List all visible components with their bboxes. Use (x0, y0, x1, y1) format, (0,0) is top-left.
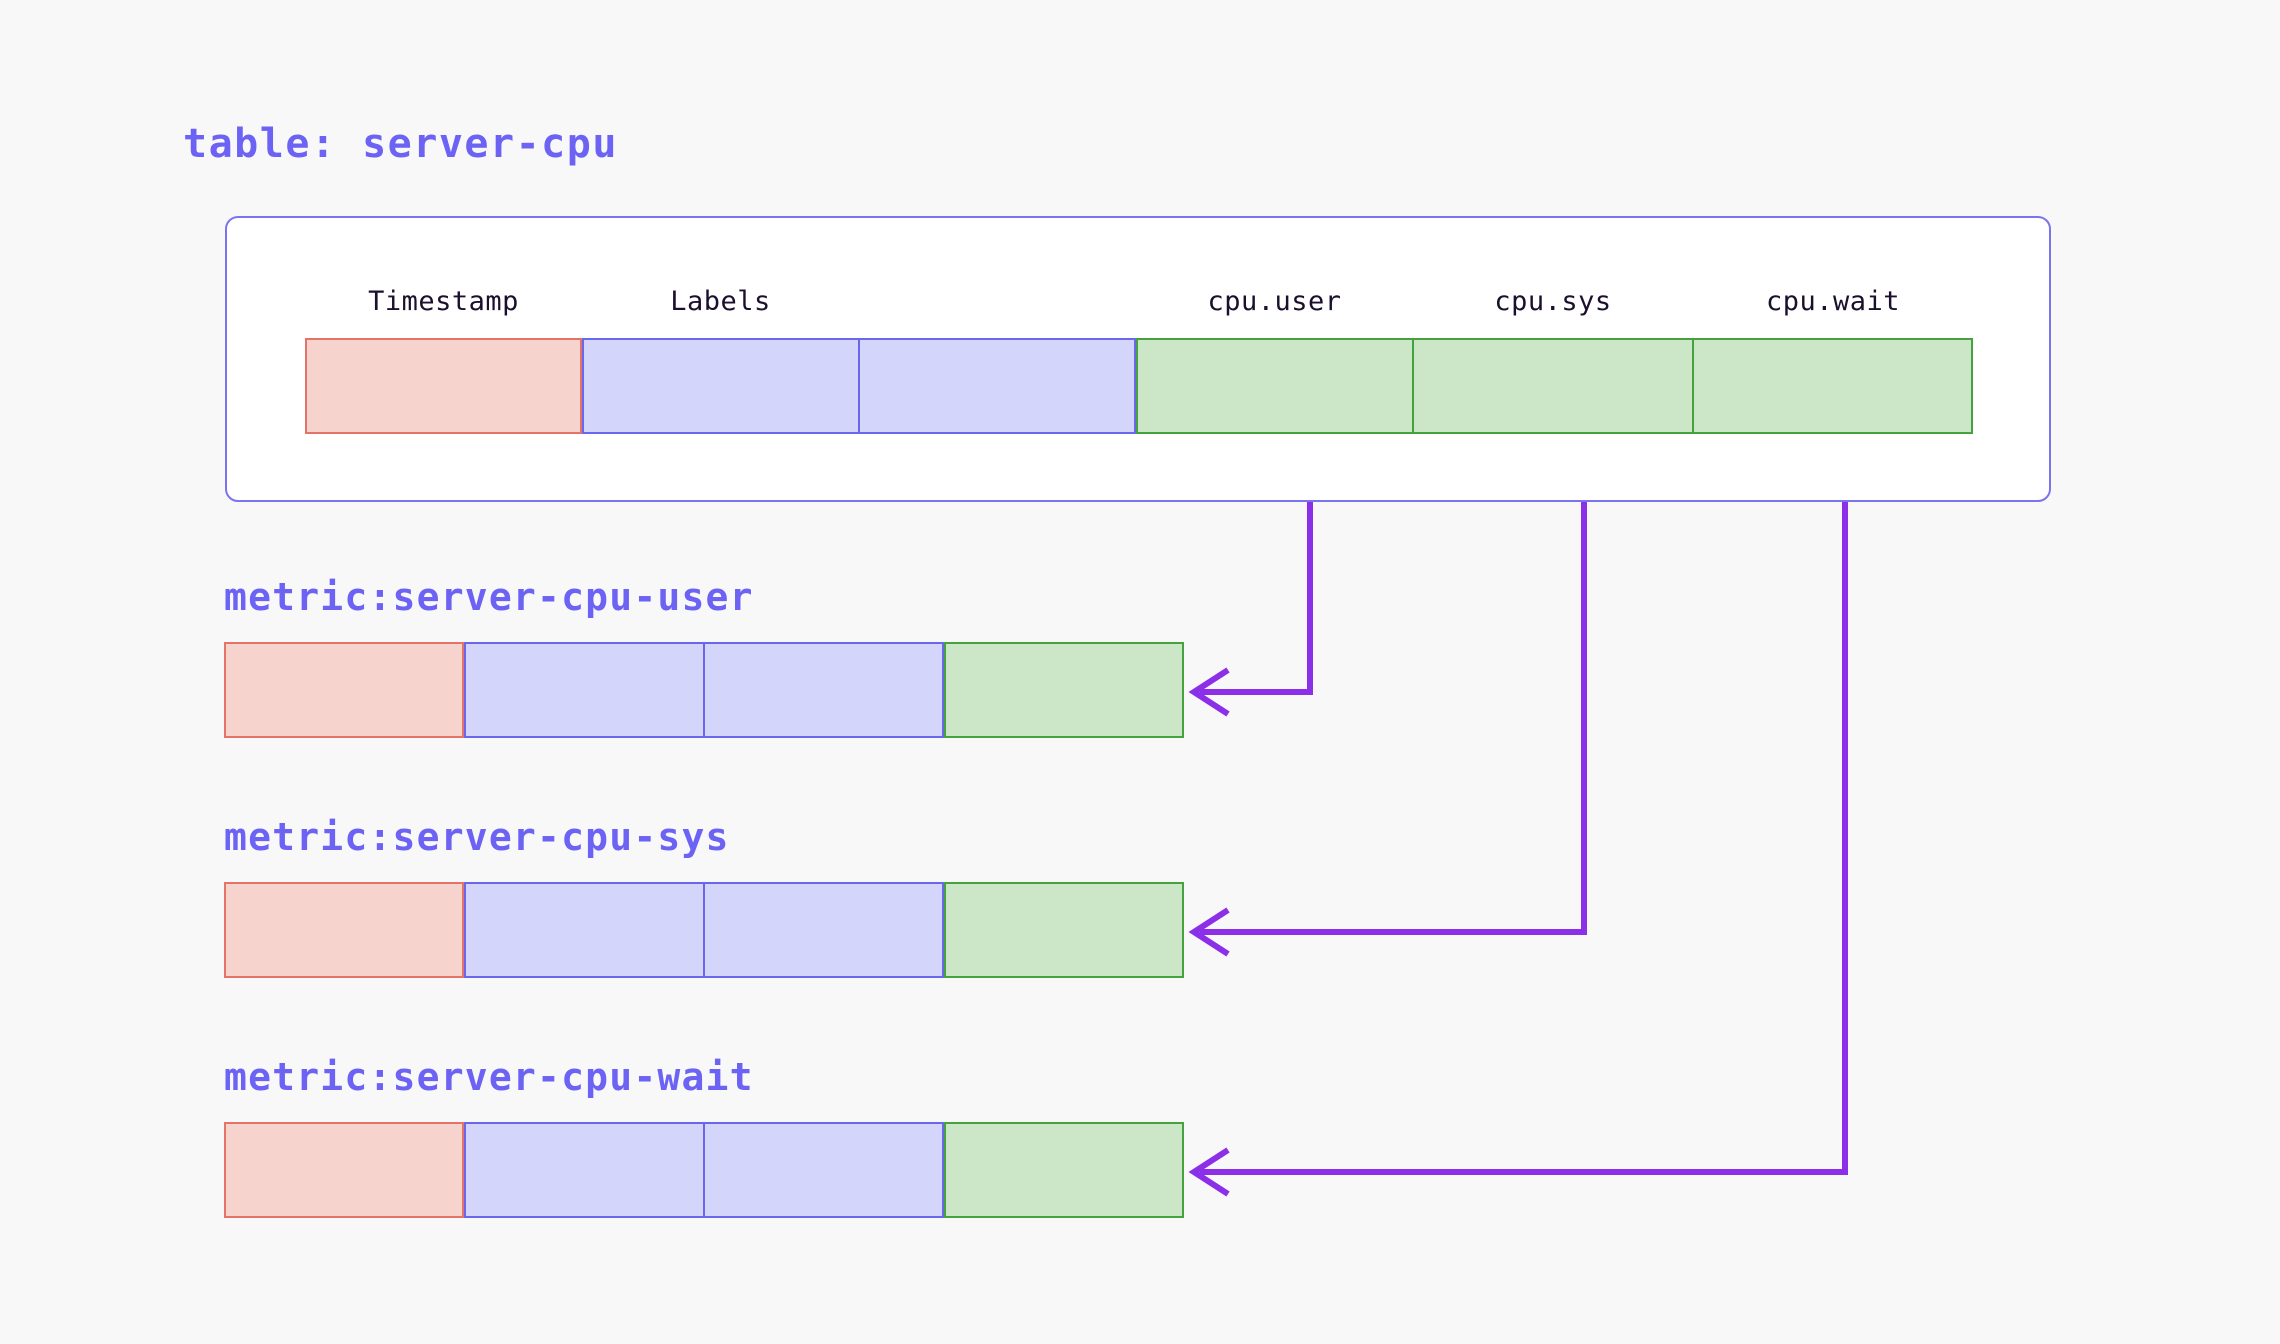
arrowhead-icon (1188, 1147, 1230, 1197)
metric-cell-timestamp (224, 642, 464, 738)
metric-cell-timestamp (224, 1122, 464, 1218)
connector-line (1200, 450, 1848, 1175)
column-header-blank (859, 280, 1136, 324)
metric-cell-timestamp (224, 882, 464, 978)
metric-title: metric:server-cpu-user (224, 575, 754, 619)
column-header-cpu-wait: cpu.wait (1765, 286, 1901, 317)
metric-title: metric:server-cpu-wait (224, 1055, 754, 1099)
metric-cell-label (464, 642, 704, 738)
page-title: table: server-cpu (183, 121, 618, 167)
table-cell-label (859, 338, 1136, 434)
column-header-cpu-sys: cpu.sys (1494, 286, 1612, 317)
connector-line (1200, 450, 1587, 935)
metric-cell-label (704, 1122, 944, 1218)
metric-cell-label (704, 882, 944, 978)
metric-cell-label (464, 882, 704, 978)
metric-row (224, 882, 1184, 978)
table-column-headers: Timestamp Labels cpu.user cpu.sys cpu.wait (305, 280, 1973, 324)
metric-cell-value (944, 642, 1184, 738)
table-cell-timestamp (305, 338, 582, 434)
table-cell-label (582, 338, 859, 434)
column-header-cpu-user: cpu.user (1207, 286, 1342, 317)
metric-group: metric:server-cpu-sys (224, 818, 1184, 978)
arrowhead-icon (1188, 667, 1230, 717)
metric-cell-value (944, 1122, 1184, 1218)
metric-cell-label (464, 1122, 704, 1218)
table-cell-value (1136, 338, 1413, 434)
table-cell-value (1693, 338, 1973, 434)
column-header-timestamp: Timestamp (368, 286, 519, 317)
metric-group: metric:server-cpu-wait (224, 1058, 1184, 1218)
source-table-row (305, 338, 1973, 434)
metric-cell-label (704, 642, 944, 738)
table-cell-value (1413, 338, 1693, 434)
column-header-labels: Labels (670, 286, 771, 317)
metric-cell-value (944, 882, 1184, 978)
metric-title: metric:server-cpu-sys (224, 815, 730, 859)
arrowhead-icon (1188, 907, 1230, 957)
metric-group: metric:server-cpu-user (224, 578, 1184, 738)
metric-row (224, 1122, 1184, 1218)
metric-row (224, 642, 1184, 738)
